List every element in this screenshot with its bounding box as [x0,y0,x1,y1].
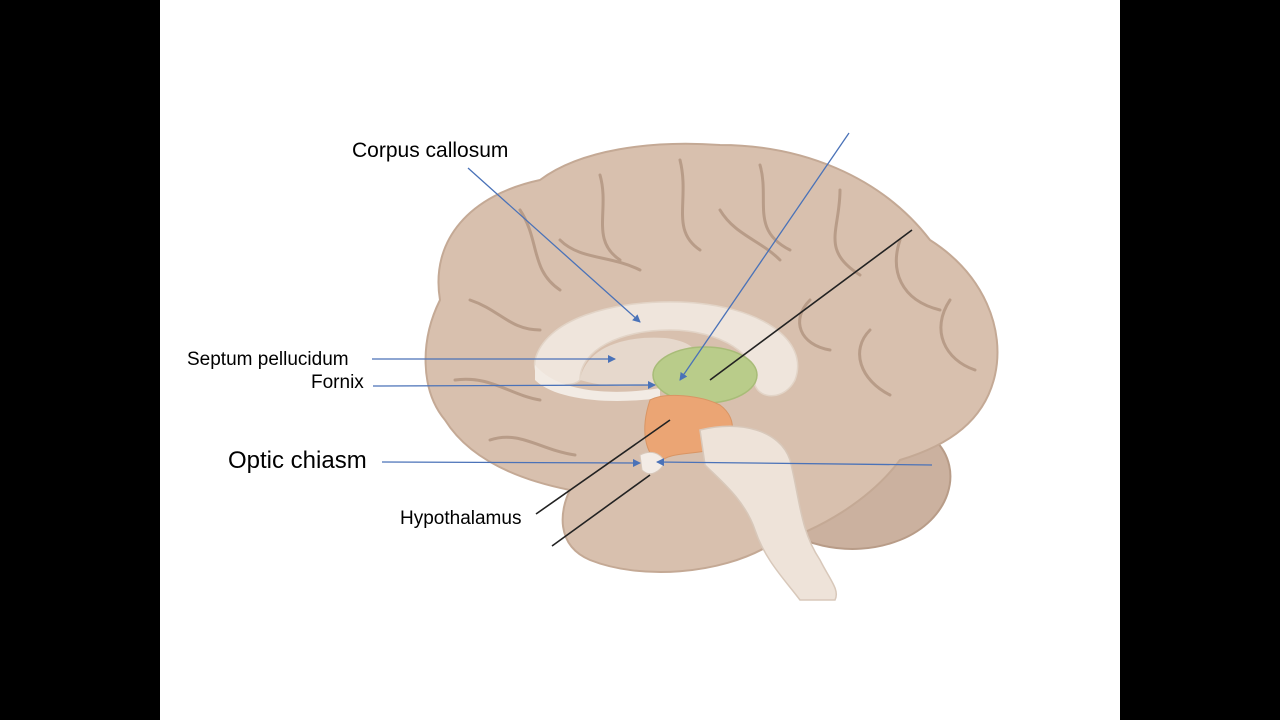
label-optic-chiasm: Optic chiasm [228,447,367,474]
label-corpus-callosum: Corpus callosum [352,139,509,162]
brainstem [699,425,837,601]
pointer-black-lower [551,474,651,547]
pointer-corpus-callosum [467,167,641,323]
pointer-fornix [372,381,656,390]
label-septum-pellucidum: Septum pellucidum [187,349,349,370]
cortex-folds [453,158,977,457]
pointer-optic-chiasm [381,458,641,467]
pointer-right-unlabeled [656,458,933,467]
fornix-shape [535,365,660,401]
label-hypothalamus: Hypothalamus [400,508,522,529]
pointer-black-hypothalamus [535,419,671,515]
pointer-black-thalamus [709,229,913,381]
label-fornix: Fornix [311,372,364,393]
corpus-callosum-shape [534,301,799,397]
thalamus-shape [652,346,758,404]
pointer-thalamus-unlabeled [679,132,850,381]
